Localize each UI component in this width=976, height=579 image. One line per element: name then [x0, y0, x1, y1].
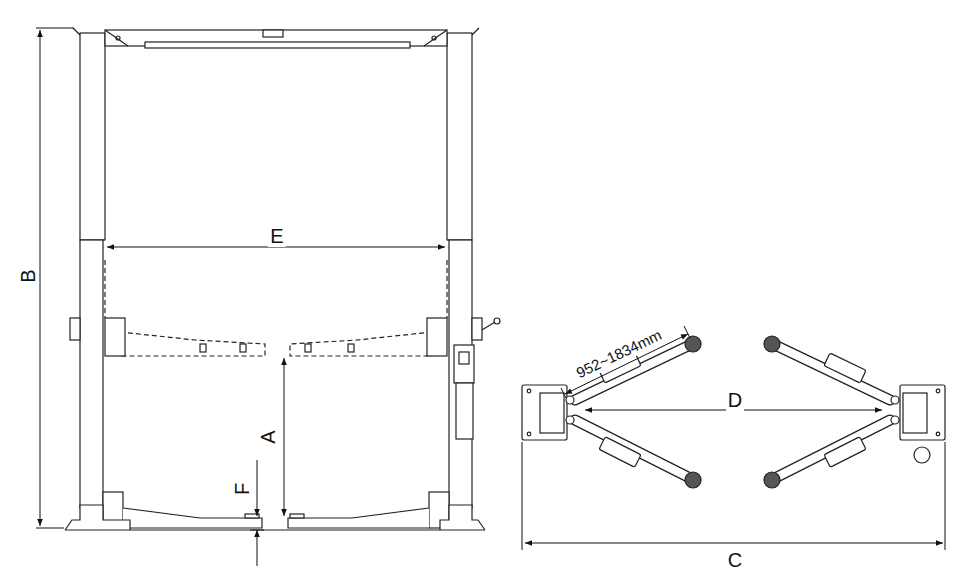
bolt: [116, 36, 120, 40]
base-plate: [65, 505, 130, 530]
arm: [288, 508, 429, 528]
cap-line: [73, 28, 80, 35]
release-handle: [482, 322, 495, 330]
motor: [454, 345, 474, 383]
anchor-bolt: [936, 432, 940, 436]
arm-inner: [775, 345, 890, 400]
carriage: [105, 318, 447, 356]
dimension-label: E: [268, 225, 285, 247]
guard-cover: [824, 437, 866, 468]
pad: [290, 514, 304, 518]
arm-inner: [575, 420, 690, 478]
lift-pad: [764, 472, 780, 488]
dimension-label: A: [257, 428, 279, 445]
arm-pin: [348, 344, 354, 352]
guard-cover: [824, 353, 866, 383]
post-base: [900, 385, 945, 440]
shutoff-bar: [145, 42, 410, 48]
arm: [123, 508, 262, 528]
raised-arms: [105, 260, 447, 356]
extension-line: [561, 388, 566, 398]
carriage-block: [427, 318, 447, 356]
dimension-b: [40, 30, 41, 526]
bracket: [263, 30, 283, 37]
dimension-label: D: [726, 389, 744, 411]
lock-cover: [70, 318, 80, 340]
extension-line: [36, 528, 64, 529]
switch: [459, 352, 469, 364]
lift-pad: [764, 336, 780, 352]
dimension-label: F: [231, 481, 253, 497]
extension-line: [684, 326, 690, 338]
lift-pad: [685, 336, 701, 352]
top-beam: [105, 30, 447, 48]
extension-line: [36, 28, 74, 29]
post-upper: [447, 33, 472, 240]
bolt: [432, 36, 436, 40]
arm-outer: [775, 345, 890, 400]
arm-outer: [775, 420, 890, 478]
arms-top-view: [522, 336, 945, 488]
carriage-top: [903, 393, 927, 433]
cap-line: [472, 28, 479, 35]
extension-line: [250, 530, 264, 531]
carriage-track: [446, 260, 447, 318]
base-plates: [65, 505, 485, 530]
arm-pin: [305, 344, 311, 352]
arm-outline: [120, 332, 265, 356]
post-upper: [80, 33, 105, 240]
dimension-lines: [36, 28, 445, 566]
arm-pivot: [566, 416, 574, 424]
post-base: [522, 385, 567, 440]
anchor-bolt: [936, 389, 940, 393]
floor-line: [65, 529, 485, 530]
carriage-block: [105, 318, 125, 356]
extension-line: [522, 442, 523, 550]
guard-cover: [599, 437, 641, 468]
left-post: [70, 28, 105, 508]
handle-knob: [494, 318, 500, 324]
arm-pivot: [891, 416, 899, 424]
dimension-f: [257, 530, 258, 566]
dimension-label: B: [17, 267, 39, 284]
arm-pivot: [566, 396, 574, 404]
dimension-f: [257, 460, 258, 516]
lowered-arms: [103, 492, 449, 528]
right-post: [447, 28, 482, 508]
power-unit-top: [914, 447, 930, 463]
arm-inner: [775, 420, 890, 478]
extension-line: [945, 442, 946, 550]
power-unit: [454, 318, 500, 439]
dimension-label: C: [726, 549, 744, 571]
carriage-top: [540, 393, 564, 433]
dimension-a: [284, 358, 285, 516]
arm-pin: [240, 344, 246, 352]
post-lower: [80, 240, 103, 508]
lift-pad: [685, 472, 701, 488]
anchor-bolt: [527, 389, 531, 393]
dimension-lines-top: [522, 326, 945, 550]
dimension-c: [525, 543, 943, 544]
anchor-bolt: [527, 432, 531, 436]
lock-cover: [472, 318, 482, 340]
tank: [456, 383, 473, 439]
carriage-track: [104, 260, 105, 318]
arm-outline: [290, 332, 432, 356]
arm-pivot: [891, 396, 899, 404]
arm-pin: [200, 344, 206, 352]
dimension-label: 952~1834mm: [572, 326, 666, 382]
base-plate: [440, 505, 485, 530]
arm-outer: [575, 420, 690, 478]
